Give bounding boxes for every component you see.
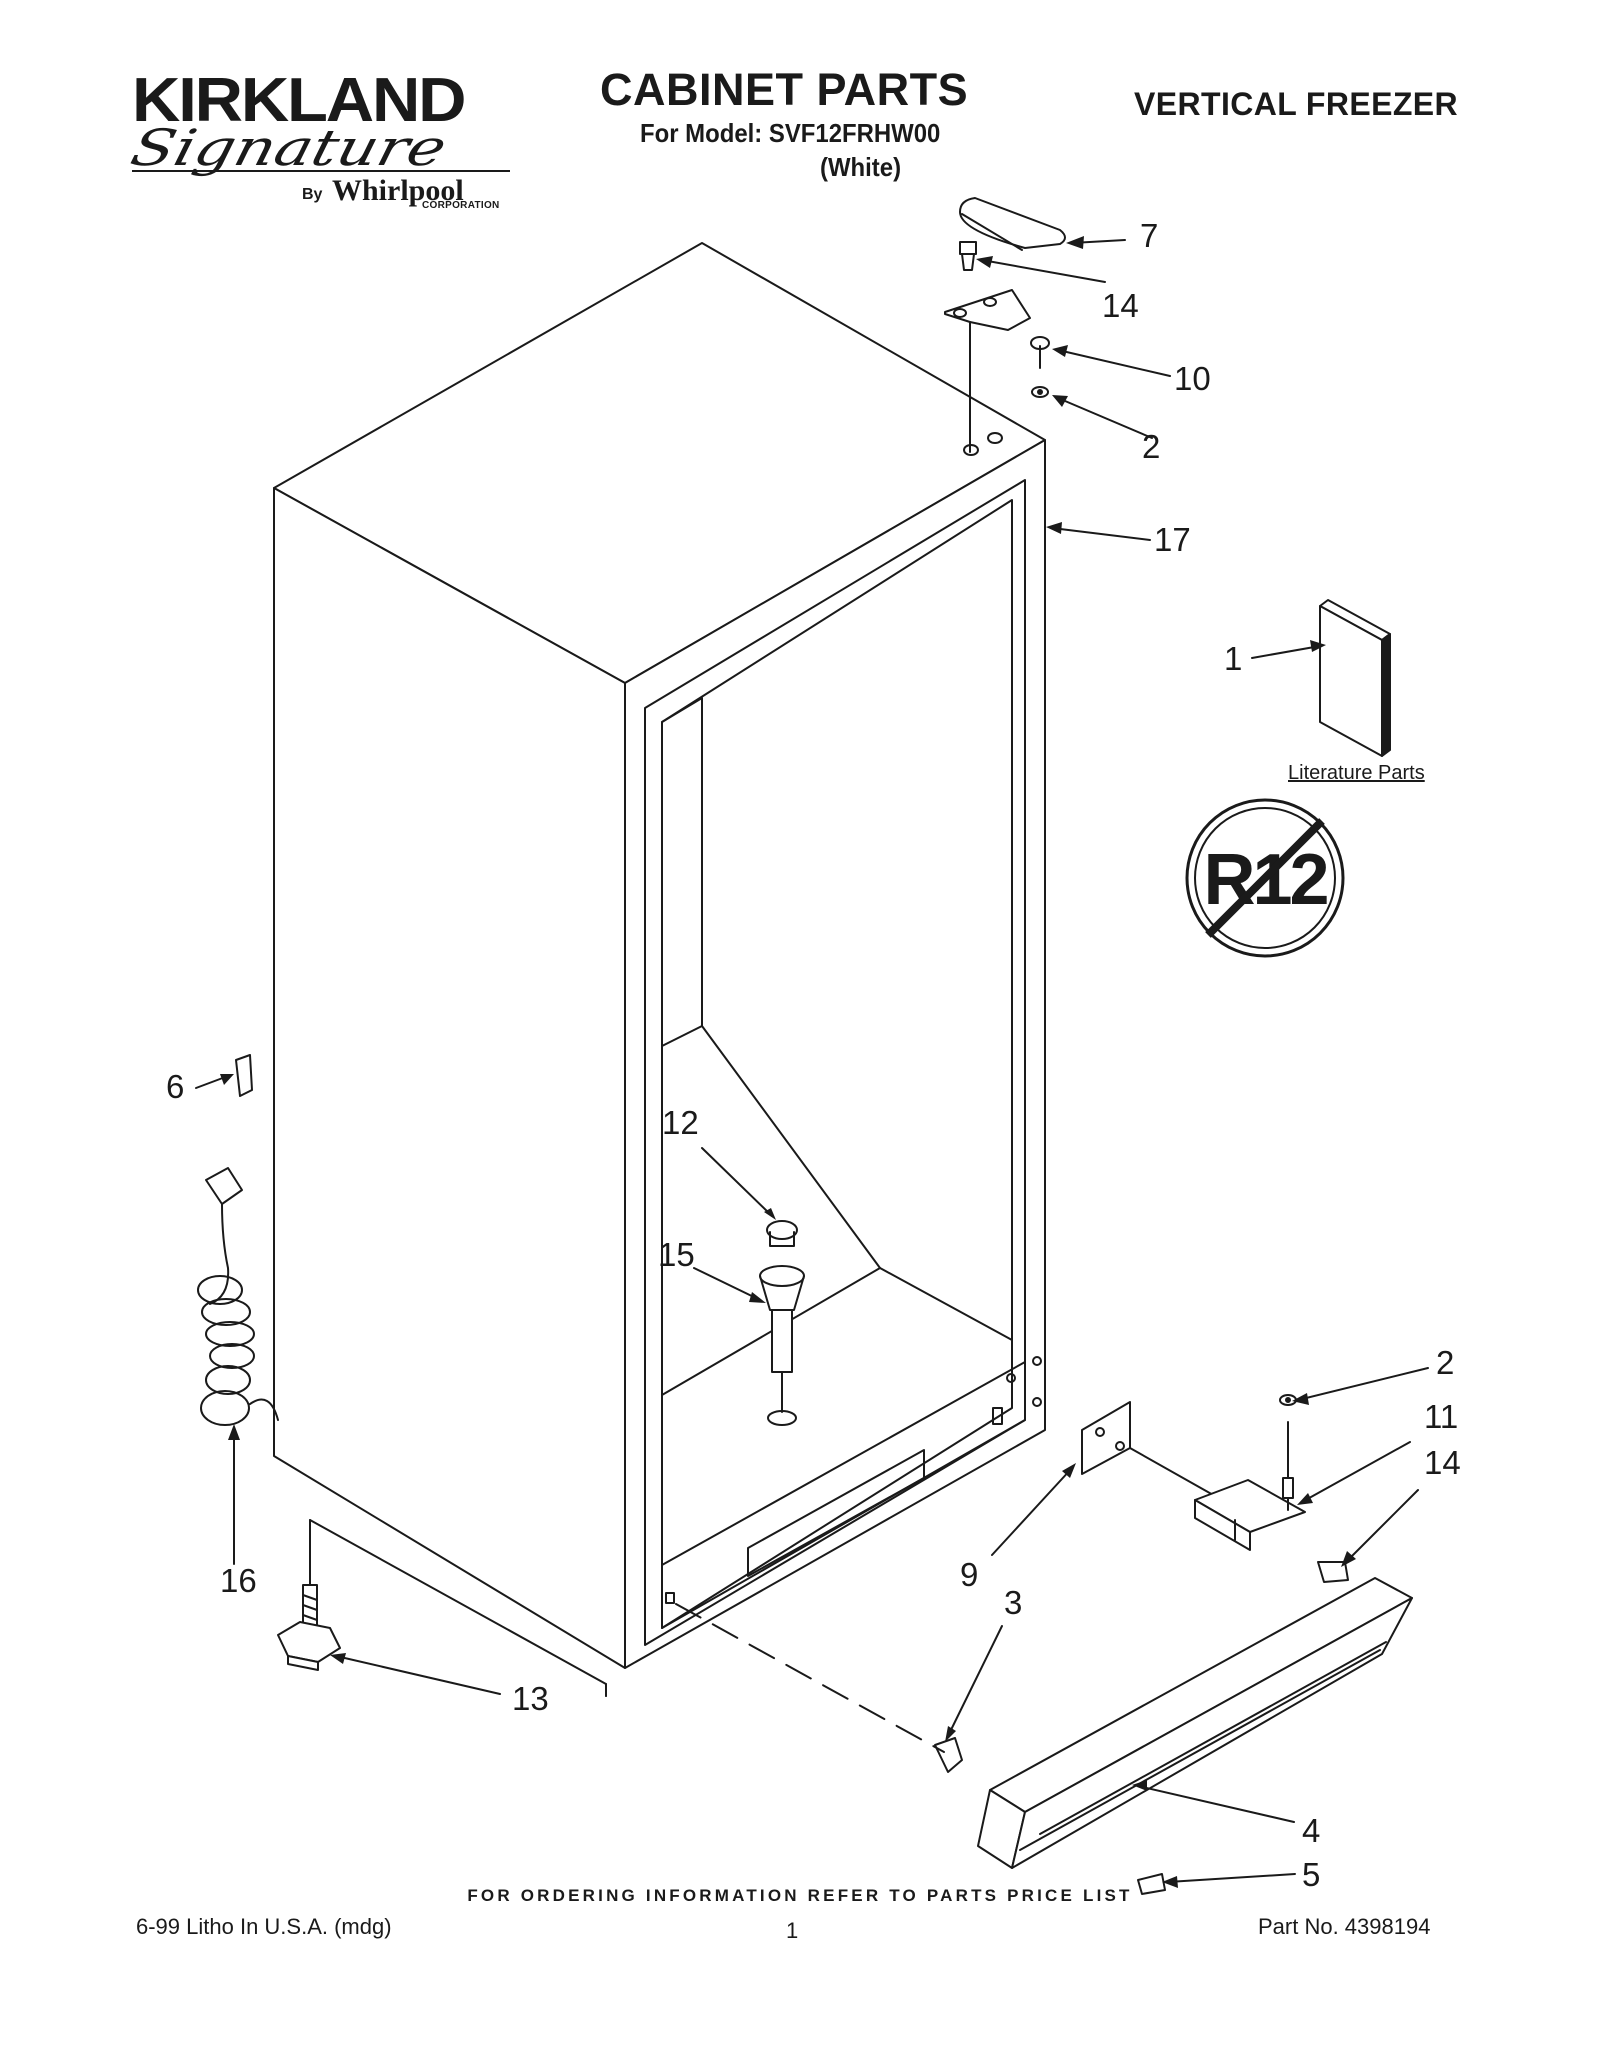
power-cord (197, 1167, 279, 1426)
page-title: CABINET PARTS (600, 64, 969, 115)
brand-divider (132, 170, 510, 172)
callout-10: 10 (1174, 360, 1211, 397)
callout-4: 4 (1302, 1812, 1320, 1849)
callout-13: 13 (512, 1680, 549, 1717)
print-info: 6-99 Litho In U.S.A. (mdg) (136, 1914, 392, 1939)
callout-17: 17 (1154, 521, 1191, 558)
callout-6: 6 (166, 1068, 184, 1105)
callout-14-top: 14 (1102, 287, 1139, 324)
callout-2-bottom: 2 (1436, 1344, 1454, 1381)
model-number: For Model: SVF12FRHW00 (640, 118, 941, 148)
callout-9: 9 (960, 1556, 978, 1593)
brand-name: KIRKLAND (132, 66, 467, 135)
model-variant: (White) (820, 152, 902, 182)
kirkland-signature-logo: KIRKLAND Signature By Whirlpool CORPORAT… (125, 66, 510, 220)
callout-arrowheads (220, 236, 1356, 1888)
brand-by: By (302, 186, 323, 203)
bottom-hinge-assembly (1081, 1394, 1349, 1583)
callout-3: 3 (1004, 1584, 1022, 1621)
drain-assembly (759, 1220, 805, 1426)
top-hinge-assembly (944, 197, 1066, 453)
callout-12: 12 (662, 1104, 699, 1141)
maker-name: Whirlpool (332, 174, 464, 207)
callout-7: 7 (1140, 217, 1158, 254)
callout-numbers: 7 14 10 2 17 1 6 12 15 16 13 9 3 2 11 14… (166, 217, 1461, 1893)
callout-1: 1 (1224, 640, 1242, 677)
ordering-note: FOR ORDERING INFORMATION REFER TO PARTS … (467, 1886, 1133, 1905)
leveling-leg (277, 1584, 341, 1671)
cabinet-body (273, 242, 1046, 1697)
callout-11: 11 (1424, 1398, 1458, 1435)
callout-2-top: 2 (1142, 428, 1160, 465)
page-number: 1 (786, 1918, 799, 1943)
part-number: Part No. 4398194 (1258, 1914, 1431, 1939)
product-category: VERTICAL FREEZER (1134, 86, 1459, 122)
callout-16: 16 (220, 1562, 257, 1599)
cord-clip (235, 1054, 253, 1097)
maker-suffix: CORPORATION (422, 200, 500, 211)
literature-booklet (1319, 599, 1391, 757)
literature-parts-label: Literature Parts (1288, 762, 1425, 784)
no-r12-symbol: R12 (1185, 798, 1345, 958)
callout-14-bottom: 14 (1424, 1444, 1461, 1481)
grille-clip (934, 1737, 963, 1773)
callout-leaders (195, 239, 1429, 1883)
callout-15: 15 (658, 1236, 695, 1273)
toe-grille (977, 1577, 1413, 1895)
callout-5: 5 (1302, 1856, 1320, 1893)
